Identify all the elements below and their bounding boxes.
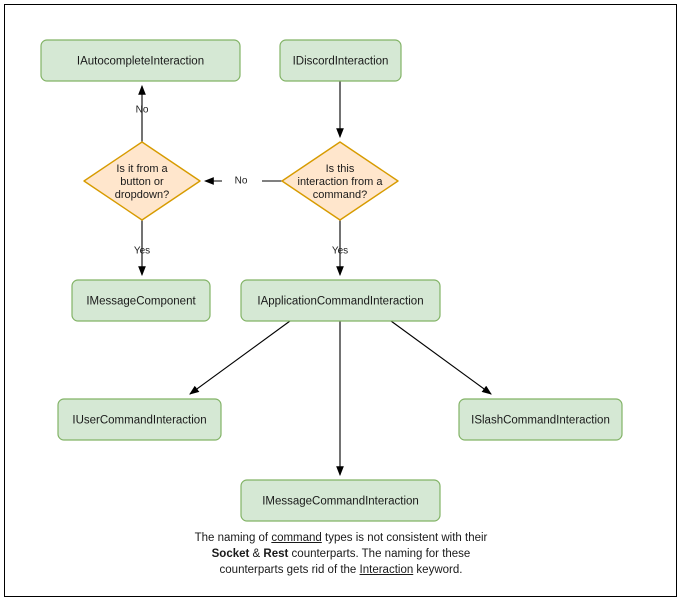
- node-decision-button-label-line: button or: [120, 176, 164, 188]
- caption-bold-socket: Socket: [211, 548, 250, 560]
- node-autocomplete-shape: [40, 39, 241, 82]
- diagram-caption: The naming of command types is not consi…: [0, 530, 682, 578]
- edge-decision-button-to-message-component-label: Yes: [134, 246, 150, 257]
- node-message-command-label: IMessageCommandInteraction: [262, 496, 419, 508]
- diagram-frame-border: [4, 4, 677, 597]
- node-autocomplete[interactable]: IAutocompleteInteraction: [40, 39, 241, 82]
- caption-line-2: Socket & Rest counterparts. The naming f…: [0, 546, 682, 562]
- node-discord-label: IDiscordInteraction: [293, 56, 389, 68]
- edge-application-command-to-slash-command: [390, 320, 492, 395]
- caption-text: The naming of: [194, 532, 272, 544]
- node-discord-shape: [279, 39, 402, 82]
- node-slash-command[interactable]: ISlashCommandInteraction: [458, 398, 623, 441]
- node-slash-command-shape: [458, 398, 623, 441]
- caption-underline-interaction: Interaction: [359, 564, 414, 576]
- node-application-command-shape: [240, 279, 441, 322]
- caption-bold-rest: Rest: [263, 548, 289, 560]
- edge-decision-button-to-autocomplete-label: No: [136, 105, 149, 116]
- node-autocomplete-label: IAutocompleteInteraction: [77, 56, 204, 68]
- node-decision-button-label-line: dropdown?: [115, 189, 169, 201]
- node-decision-button-label-line: Is it from a: [116, 163, 168, 175]
- node-message-command-shape: [240, 479, 441, 522]
- node-application-command[interactable]: IApplicationCommandInteraction: [240, 279, 441, 322]
- node-application-command-label: IApplicationCommandInteraction: [257, 296, 423, 308]
- caption-line-3: counterparts gets rid of the Interaction…: [0, 562, 682, 578]
- node-decision-command-label-line: interaction from a: [298, 176, 384, 188]
- node-user-command-shape: [57, 398, 222, 441]
- caption-line-1: The naming of command types is not consi…: [0, 530, 682, 546]
- edge-decision-command-to-decision-button-label: No: [235, 176, 248, 187]
- caption-text: keyword.: [413, 564, 463, 576]
- node-message-command[interactable]: IMessageCommandInteraction: [240, 479, 441, 522]
- node-decision-command-shape: [281, 141, 399, 221]
- caption-text: &: [249, 548, 264, 560]
- node-user-command-label: IUserCommandInteraction: [72, 415, 206, 427]
- edge-application-command-to-user-command: [189, 320, 291, 395]
- nodes-layer: IAutocompleteInteraction IDiscordInteract…: [40, 39, 623, 522]
- node-user-command[interactable]: IUserCommandInteraction: [57, 398, 222, 441]
- node-decision-button-shape: [83, 141, 201, 221]
- caption-text: types is not consistent with their: [321, 532, 488, 544]
- node-decision-command-label-line: command?: [313, 189, 367, 201]
- node-decision-command-label-line: Is this: [326, 163, 355, 175]
- caption-text: counterparts. The naming for these: [288, 548, 471, 560]
- node-discord[interactable]: IDiscordInteraction: [279, 39, 402, 82]
- node-message-component-label: IMessageComponent: [86, 296, 196, 308]
- edge-decision-command-to-application-command-label: Yes: [332, 246, 348, 257]
- caption-text: counterparts gets rid of the: [219, 564, 360, 576]
- node-message-component[interactable]: IMessageComponent: [71, 279, 211, 322]
- caption-underline-command: command: [271, 532, 322, 544]
- node-message-component-shape: [71, 279, 211, 322]
- node-slash-command-label: ISlashCommandInteraction: [471, 415, 610, 427]
